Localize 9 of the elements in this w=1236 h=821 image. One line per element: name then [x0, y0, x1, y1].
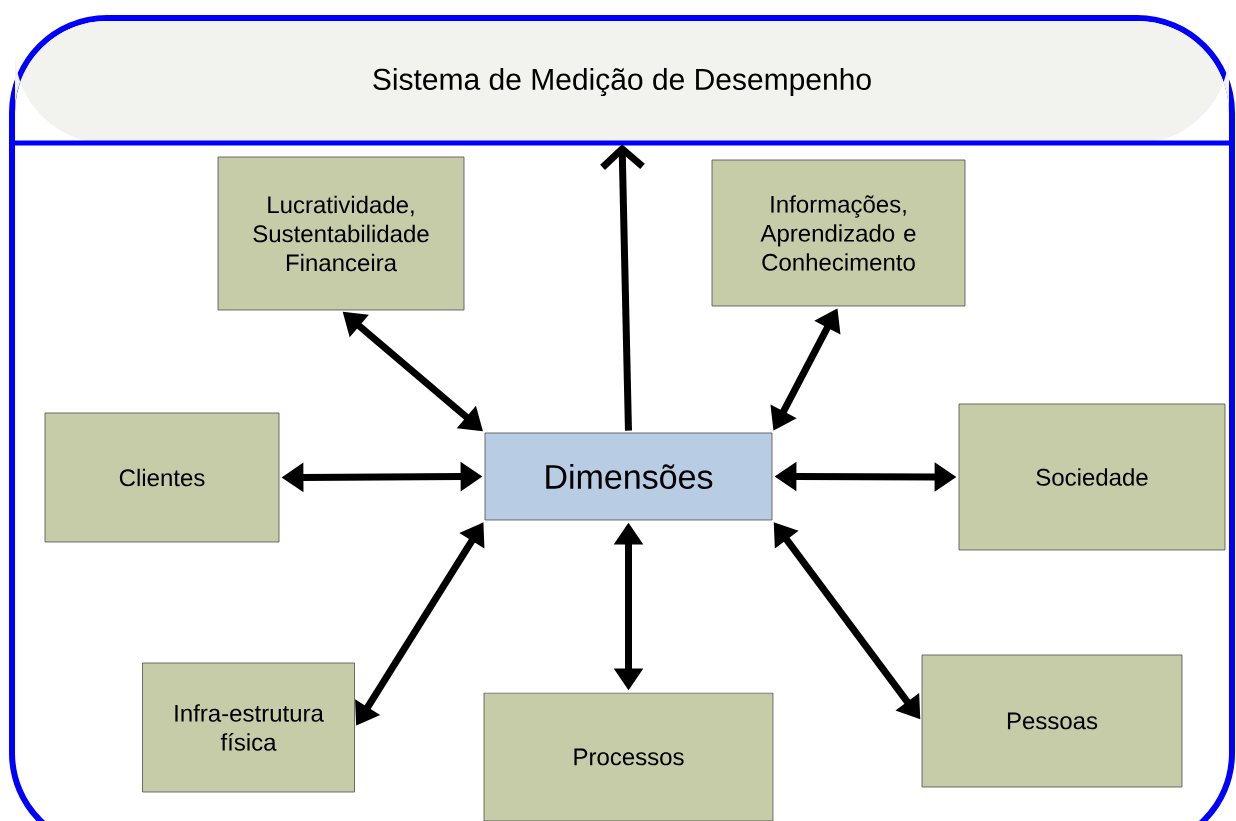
category-box: Informações, Aprendizado e Conhecimento — [711, 159, 966, 307]
header-band: Sistema de Medição de Desempenho — [12, 21, 1232, 146]
category-box: Lucratividade, Sustentabilidade Financeira — [217, 156, 465, 311]
category-box: Clientes — [44, 412, 280, 543]
category-box: Pessoas — [921, 654, 1183, 788]
dimensions-box: Dimensões — [484, 432, 773, 521]
category-box: Infra-estrutura física — [142, 662, 355, 793]
category-box: Sociedade — [958, 403, 1226, 551]
category-box: Processos — [483, 692, 774, 821]
